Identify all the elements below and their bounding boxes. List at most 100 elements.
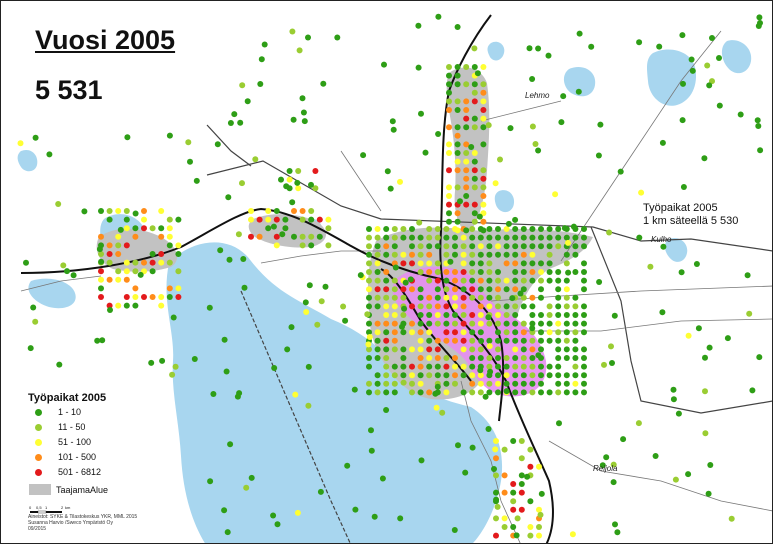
employment-dot <box>322 283 329 290</box>
employment-dot <box>383 226 390 232</box>
employment-dot <box>391 303 398 310</box>
employment-dot <box>486 363 493 370</box>
employment-dot <box>248 208 254 214</box>
employment-dot <box>507 125 514 132</box>
employment-dot <box>282 216 289 223</box>
employment-dot <box>402 279 409 286</box>
employment-dot <box>527 524 534 530</box>
employment-dot <box>659 309 666 316</box>
employment-dot <box>391 372 398 379</box>
employment-dot <box>572 372 579 379</box>
employment-dot <box>391 286 398 293</box>
employment-dot <box>299 95 306 102</box>
employment-dot <box>374 277 381 284</box>
employment-dot <box>158 259 165 266</box>
employment-dot <box>409 243 415 250</box>
employment-dot <box>443 234 450 241</box>
employment-dot <box>426 269 433 275</box>
employment-dot <box>342 317 349 324</box>
employment-dot <box>546 226 553 232</box>
employment-dot <box>248 216 254 223</box>
employment-dot <box>572 294 579 301</box>
employment-dot <box>546 363 553 370</box>
road-east-west <box>20 207 505 422</box>
employment-dot <box>512 277 519 284</box>
employment-dot <box>320 80 327 87</box>
employment-dot <box>305 363 312 370</box>
employment-dot <box>434 286 441 293</box>
employment-dot <box>294 179 301 186</box>
employment-dot <box>256 233 263 240</box>
employment-dot <box>381 61 387 68</box>
employment-dot <box>447 258 454 265</box>
employment-dot <box>477 234 484 241</box>
employment-dot <box>225 194 232 201</box>
employment-dot <box>546 389 553 396</box>
employment-dot <box>545 52 552 59</box>
employment-dot <box>379 475 386 482</box>
boundary-line-se <box>590 226 772 414</box>
employment-dot <box>175 242 182 249</box>
employment-dot <box>529 363 536 370</box>
employment-dot <box>366 320 372 327</box>
employment-dot <box>454 98 461 105</box>
employment-dot <box>546 269 553 275</box>
employment-dot <box>477 303 484 310</box>
employment-dot <box>417 312 424 318</box>
employment-dot <box>563 277 570 284</box>
employment-dot <box>227 441 234 448</box>
employment-dot <box>581 260 587 267</box>
employment-dot <box>96 246 103 253</box>
employment-dot <box>409 286 415 293</box>
employment-dot <box>132 302 139 309</box>
employment-dot <box>529 251 536 258</box>
employment-dot <box>485 314 492 321</box>
employment-dot <box>635 420 642 427</box>
employment-dot <box>289 199 296 206</box>
employment-dot <box>446 72 452 79</box>
employment-dot <box>374 389 381 396</box>
employment-dot <box>572 243 579 250</box>
employment-dot <box>527 498 534 505</box>
scale-label-0: 0 <box>29 505 32 510</box>
employment-dot <box>383 346 390 353</box>
employment-dot <box>486 251 493 258</box>
employment-dot <box>520 389 527 396</box>
employment-dot <box>434 260 441 267</box>
employment-dot <box>434 337 441 344</box>
employment-dot <box>469 277 476 284</box>
employment-dot <box>374 329 381 336</box>
employment-dot <box>555 320 562 327</box>
employment-dot <box>117 226 124 233</box>
employment-dot <box>166 216 173 223</box>
employment-dot <box>494 503 501 510</box>
employment-dot <box>572 251 579 258</box>
employment-dot <box>32 134 39 141</box>
employment-dot <box>512 346 519 353</box>
employment-dot <box>316 216 323 223</box>
employment-dot <box>501 446 508 453</box>
employment-dot <box>463 193 470 199</box>
employment-dot <box>546 277 553 284</box>
employment-dot <box>518 506 525 513</box>
employment-dot <box>383 355 390 361</box>
employment-dot <box>235 231 242 238</box>
employment-dot <box>510 481 517 487</box>
employment-dot <box>477 294 484 301</box>
employment-dot <box>702 354 708 361</box>
employment-dot <box>417 294 424 301</box>
employment-dot <box>274 521 281 528</box>
employment-dot <box>572 389 579 396</box>
employment-dot <box>463 115 470 122</box>
employment-dot <box>563 372 570 379</box>
employment-dot <box>536 532 542 539</box>
employment-dot <box>560 93 567 100</box>
employment-dot <box>391 346 398 353</box>
employment-dot <box>477 346 484 353</box>
employment-dot <box>334 34 341 41</box>
employment-dot <box>463 150 470 156</box>
employment-dot <box>755 123 762 129</box>
employment-dot <box>480 115 487 122</box>
employment-dot <box>64 268 70 275</box>
